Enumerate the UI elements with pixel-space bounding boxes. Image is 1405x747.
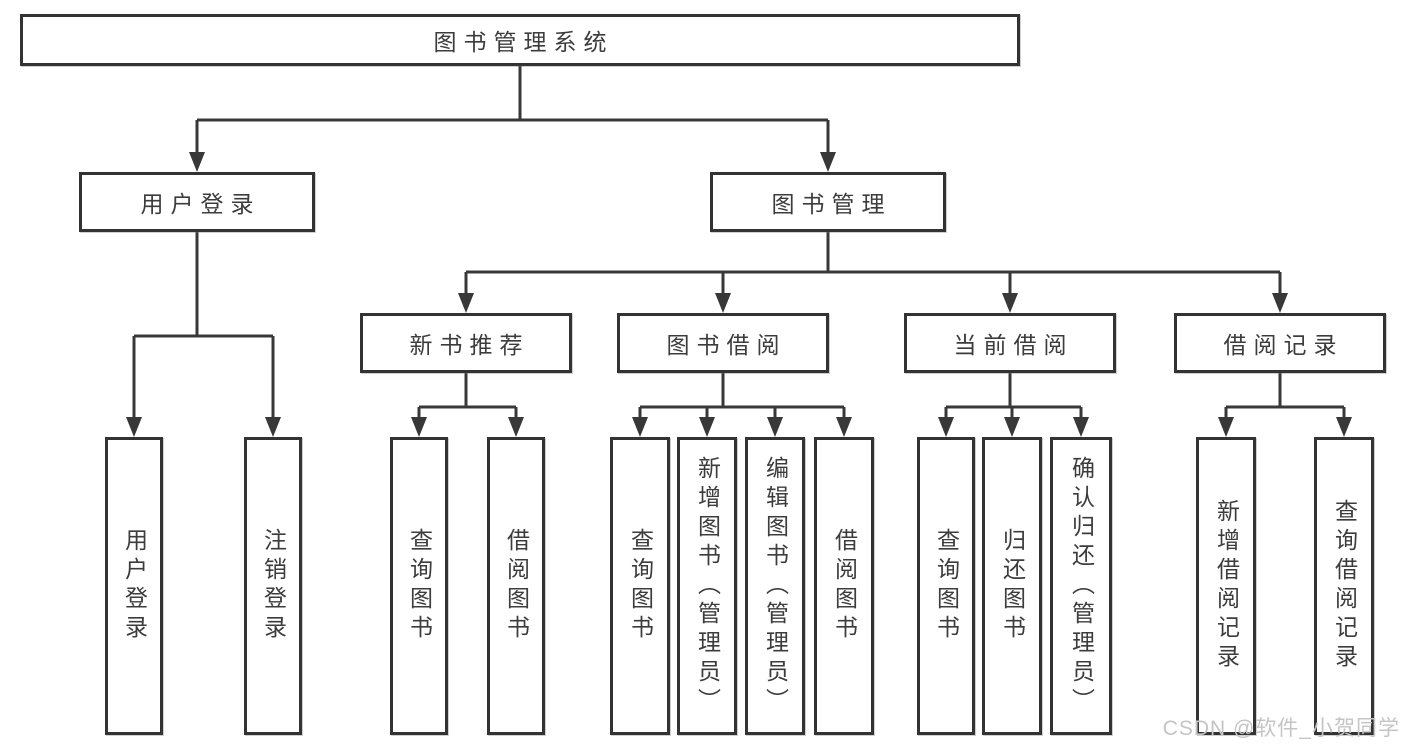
node-br-query-record: 查询借阅记录 (1314, 437, 1374, 735)
node-bb-query-books: 查询图书 (610, 437, 670, 735)
watermark: CSDN @软件_小贺同学 (1162, 717, 1400, 740)
node-new-book-recommend: 新书推荐 (360, 313, 572, 373)
node-bb-add-books-admin: 新增图书（管理员） (677, 437, 737, 735)
node-bb-borrow-books: 借阅图书 (814, 437, 874, 735)
node-cb-return-books: 归还图书 (982, 437, 1042, 735)
node-leaf-logout: 注销登录 (244, 437, 302, 735)
node-br-add-record: 新增借阅记录 (1196, 437, 1256, 735)
node-book-management-system: 图书管理系统 (20, 14, 1020, 66)
node-user-login: 用户登录 (79, 172, 315, 232)
node-cb-query-books: 查询图书 (917, 437, 975, 735)
node-rec-query-books: 查询图书 (390, 437, 448, 735)
node-book-management: 图书管理 (710, 172, 946, 232)
node-borrowing-records: 借阅记录 (1174, 313, 1386, 373)
node-book-borrowing: 图书借阅 (617, 313, 829, 373)
node-cb-confirm-return-admin: 确认归还（管理员） (1050, 437, 1112, 735)
node-current-borrowing: 当前借阅 (904, 313, 1116, 373)
node-bb-edit-books-admin: 编辑图书（管理员） (745, 437, 805, 735)
node-leaf-user-login: 用户登录 (105, 437, 163, 735)
node-rec-borrow-books: 借阅图书 (487, 437, 545, 735)
